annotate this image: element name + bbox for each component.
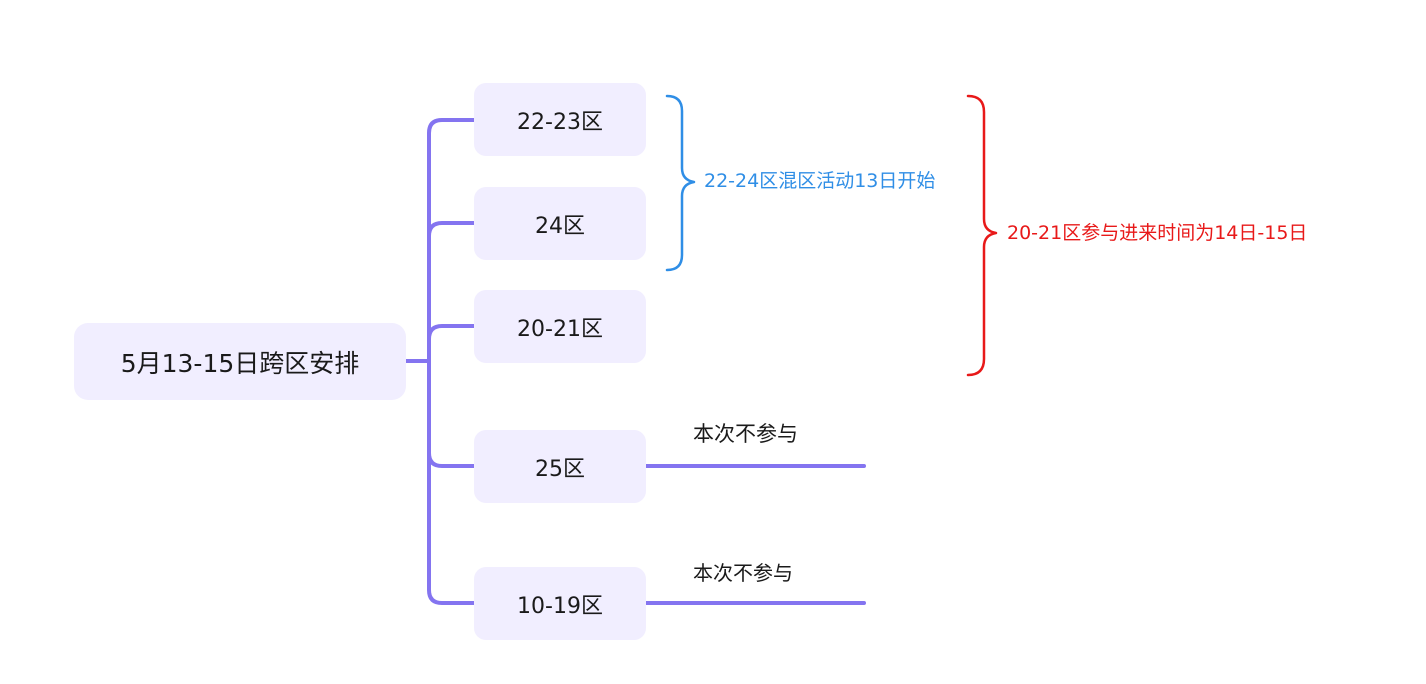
- child-node-label: 25区: [535, 456, 585, 482]
- branch-connector-20-21: [427, 324, 476, 341]
- child-node-22-23[interactable]: 22-23区: [474, 83, 646, 156]
- brace-blue: [665, 94, 696, 272]
- note-25[interactable]: 本次不参与: [693, 422, 798, 446]
- child-node-label: 20-21区: [517, 316, 603, 342]
- child-node-24[interactable]: 24区: [474, 187, 646, 260]
- branch-connector-25: [427, 359, 476, 468]
- note-10-19[interactable]: 本次不参与: [693, 561, 793, 585]
- branch-connector-24: [427, 221, 476, 238]
- brace-red-label[interactable]: 20-21区参与进来时间为14日-15日: [1007, 222, 1308, 244]
- branch-connector-22-23: [427, 118, 476, 363]
- child-node-25[interactable]: 25区: [474, 430, 646, 503]
- child-node-label: 24区: [535, 213, 585, 239]
- brace-blue-label[interactable]: 22-24区混区活动13日开始: [704, 170, 936, 192]
- child-node-label: 22-23区: [517, 109, 603, 135]
- child-node-label: 10-19区: [517, 593, 603, 619]
- brace-red: [966, 94, 998, 377]
- root-node-label: 5月13-15日跨区安排: [120, 348, 360, 378]
- branch-connector-10-19: [427, 359, 476, 605]
- root-node[interactable]: 5月13-15日跨区安排: [74, 323, 406, 400]
- child-node-10-19[interactable]: 10-19区: [474, 567, 646, 640]
- child-node-20-21[interactable]: 20-21区: [474, 290, 646, 363]
